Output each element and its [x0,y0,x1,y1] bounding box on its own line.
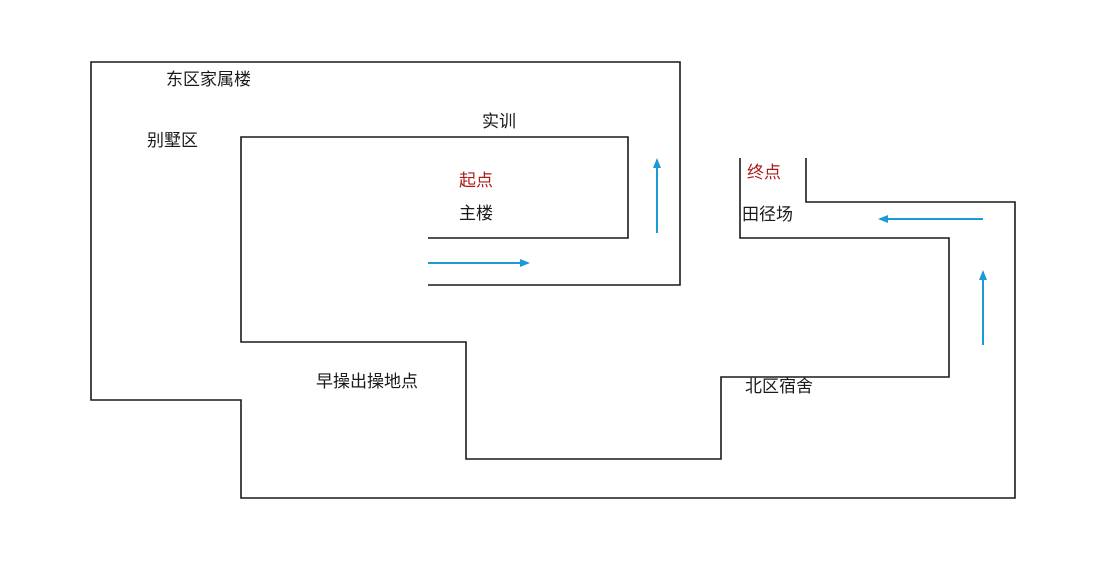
label-east-family-building: 东区家属楼 [166,70,251,90]
label-main-building: 主楼 [459,204,493,224]
inner-route-boundary [240,136,950,460]
label-morning-exercise-point: 早操出操地点 [316,372,418,392]
label-start: 起点 [459,171,493,191]
label-end: 终点 [747,163,781,183]
outer-route-boundary [90,61,1016,499]
label-track-field: 田径场 [742,205,793,225]
label-training: 实训 [482,112,516,132]
label-villa-area: 别墅区 [147,131,198,151]
label-north-dorm: 北区宿舍 [745,377,813,397]
